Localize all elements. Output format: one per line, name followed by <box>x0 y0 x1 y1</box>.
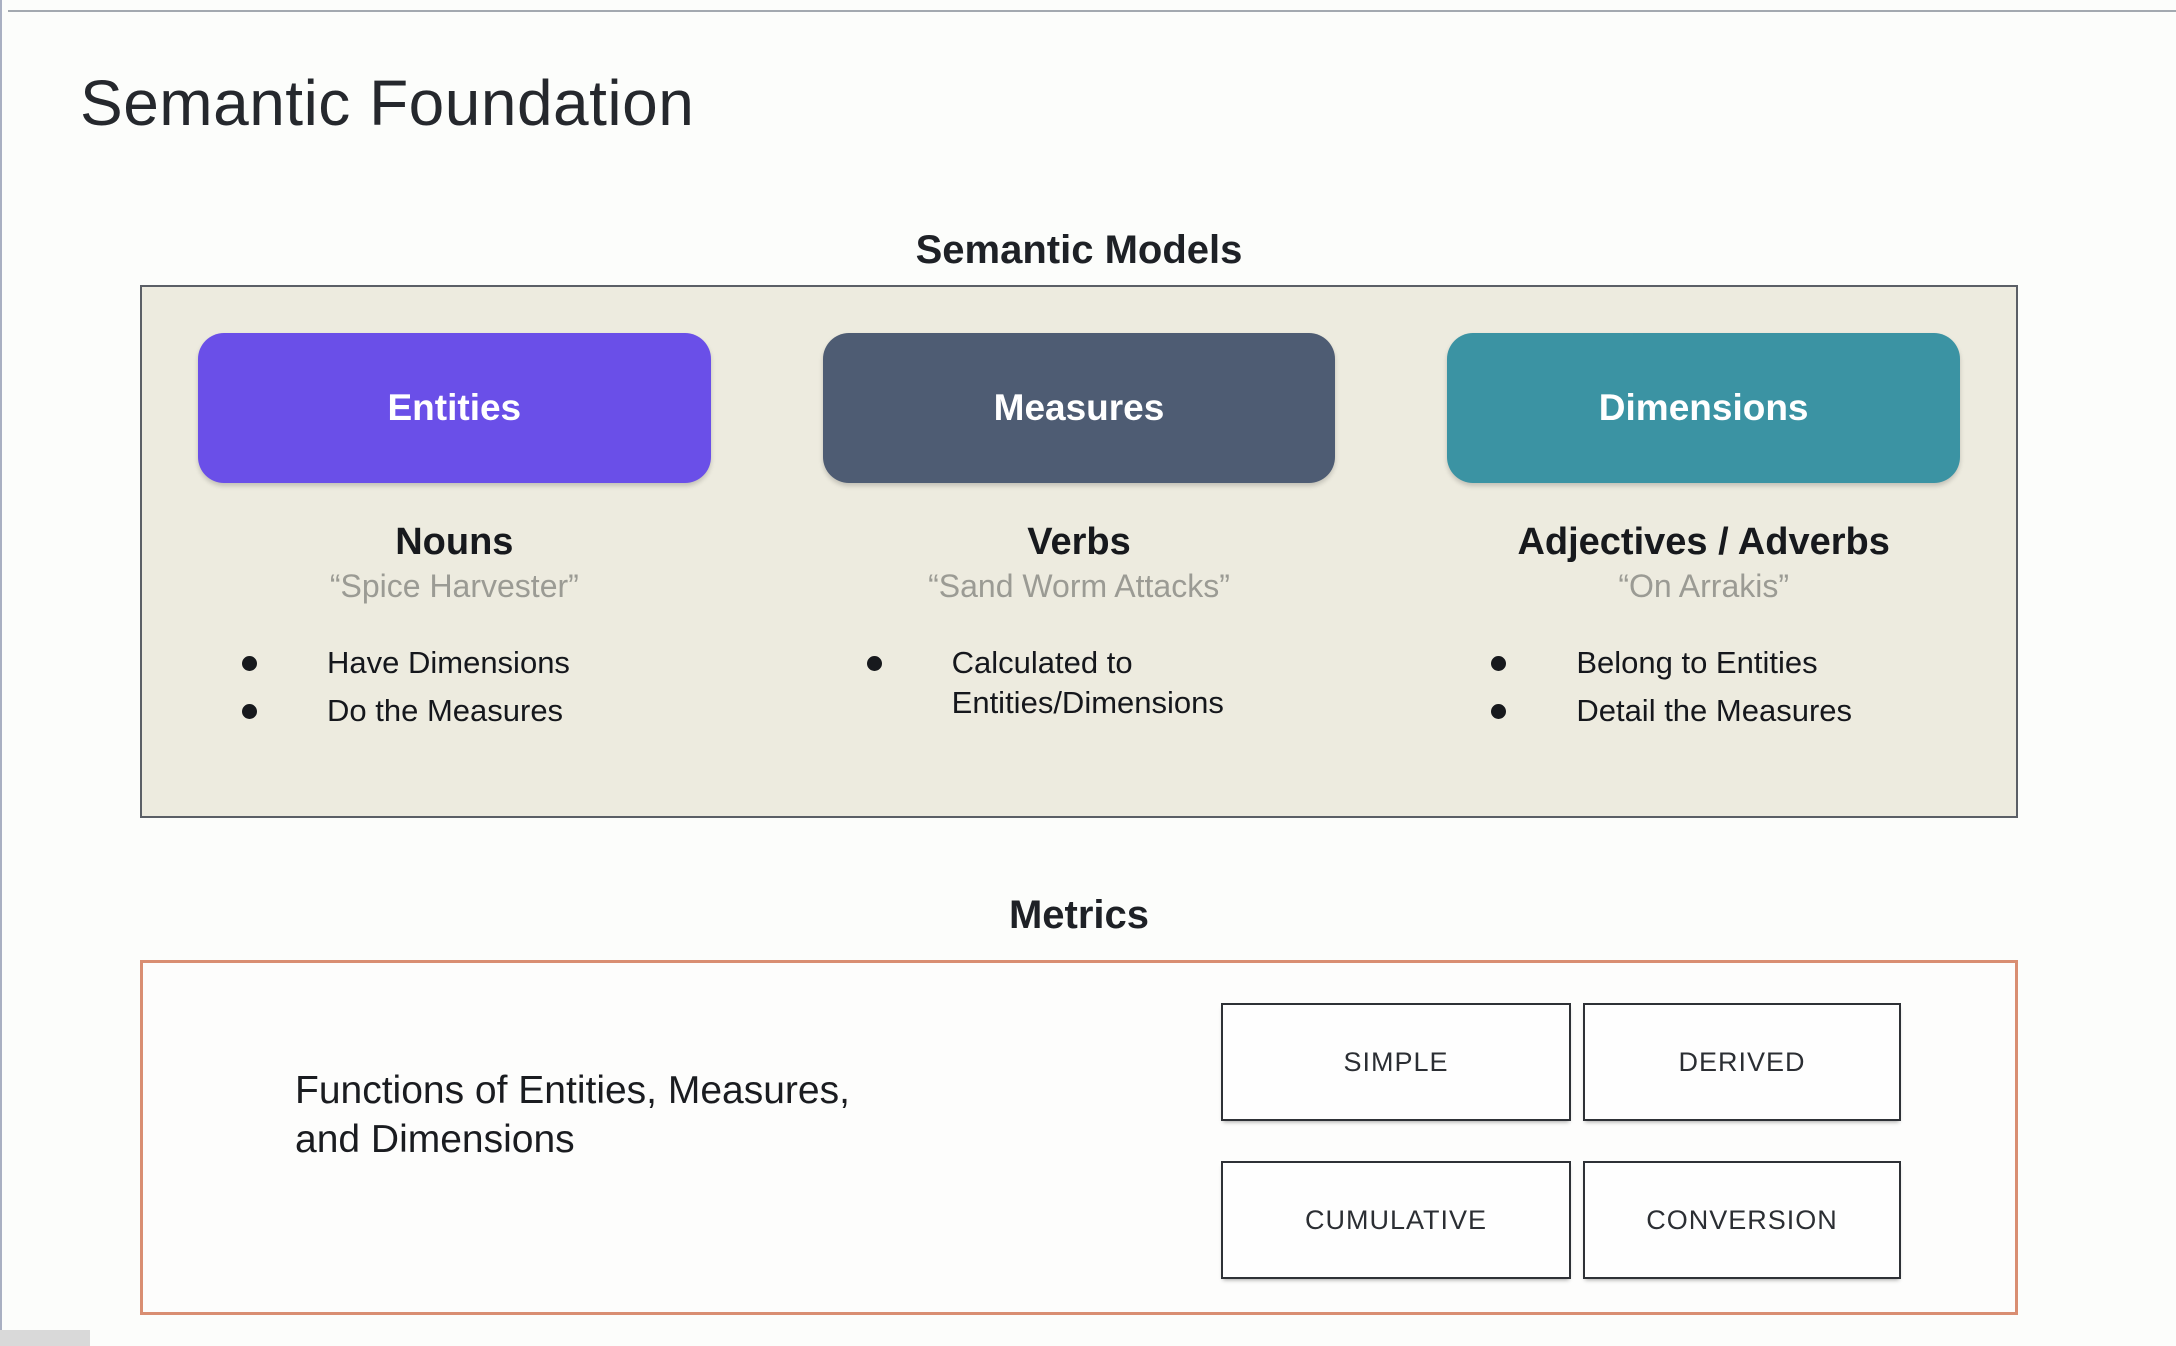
column-entities: Entities Nouns “Spice Harvester” Have Di… <box>198 333 711 816</box>
bullet-dot-icon <box>866 656 882 671</box>
window-border-left <box>0 0 2 1346</box>
metrics-heading: Metrics <box>1008 893 1150 937</box>
measures-subtitle: Verbs <box>1027 521 1131 563</box>
bullet-text: Detail the Measures <box>1576 693 1853 729</box>
column-measures: Measures Verbs “Sand Worm Attacks” Calcu… <box>822 333 1336 816</box>
measures-box: Measures <box>822 333 1336 483</box>
semantic-models-panel: Entities Nouns “Spice Harvester” Have Di… <box>140 285 2018 818</box>
entities-bullets: Have Dimensions Do the Measures <box>198 643 711 732</box>
bottom-left-chip <box>0 1330 90 1346</box>
bullet-dot-icon <box>242 656 257 671</box>
dimensions-bullets: Belong to Entities Detail the Measures <box>1447 643 1960 732</box>
entities-box: Entities <box>198 333 711 483</box>
measures-quote: “Sand Worm Attacks” <box>928 568 1230 604</box>
bullet-dot-icon <box>1491 656 1507 671</box>
metrics-description: Functions of Entities, Measures, and Dim… <box>295 1069 850 1161</box>
bullet-dot-icon <box>242 704 257 720</box>
list-item: Have Dimensions <box>242 643 711 683</box>
metric-type-simple: SIMPLE <box>1221 1003 1571 1121</box>
entities-quote: “Spice Harvester” <box>329 568 579 604</box>
bullet-text: Do the Measures <box>327 693 564 729</box>
bullet-text: Calculated to Entities/Dimensions <box>951 645 1224 721</box>
metric-type-conversion: CONVERSION <box>1583 1161 1901 1279</box>
bullet-dot-icon <box>1491 704 1507 720</box>
entities-subtitle: Nouns <box>395 521 514 563</box>
metric-type-cumulative: CUMULATIVE <box>1221 1161 1571 1279</box>
list-item: Do the Measures <box>242 691 711 731</box>
list-item: Calculated to Entities/Dimensions <box>866 643 1336 724</box>
measures-bullets: Calculated to Entities/Dimensions <box>823 643 1336 724</box>
dimensions-box: Dimensions <box>1447 333 1960 483</box>
metrics-panel: Functions of Entities, Measures, and Dim… <box>140 960 2018 1315</box>
bullet-text: Have Dimensions <box>327 645 570 680</box>
metrics-types-grid: SIMPLE DERIVED CUMULATIVE CONVERSION <box>1221 1003 1901 1279</box>
list-item: Detail the Measures <box>1491 691 1960 731</box>
dimensions-subtitle: Adjectives / Adverbs <box>1517 521 1890 563</box>
metric-type-derived: DERIVED <box>1583 1003 1901 1121</box>
semantic-models-heading: Semantic Models <box>915 228 1243 272</box>
column-dimensions: Dimensions Adjectives / Adverbs “On Arra… <box>1447 333 1960 816</box>
window-border-top <box>8 10 2176 12</box>
page-title: Semantic Foundation <box>80 67 695 139</box>
dimensions-quote: “On Arrakis” <box>1618 568 1789 604</box>
list-item: Belong to Entities <box>1491 643 1960 683</box>
bullet-text: Belong to Entities <box>1576 645 1818 680</box>
